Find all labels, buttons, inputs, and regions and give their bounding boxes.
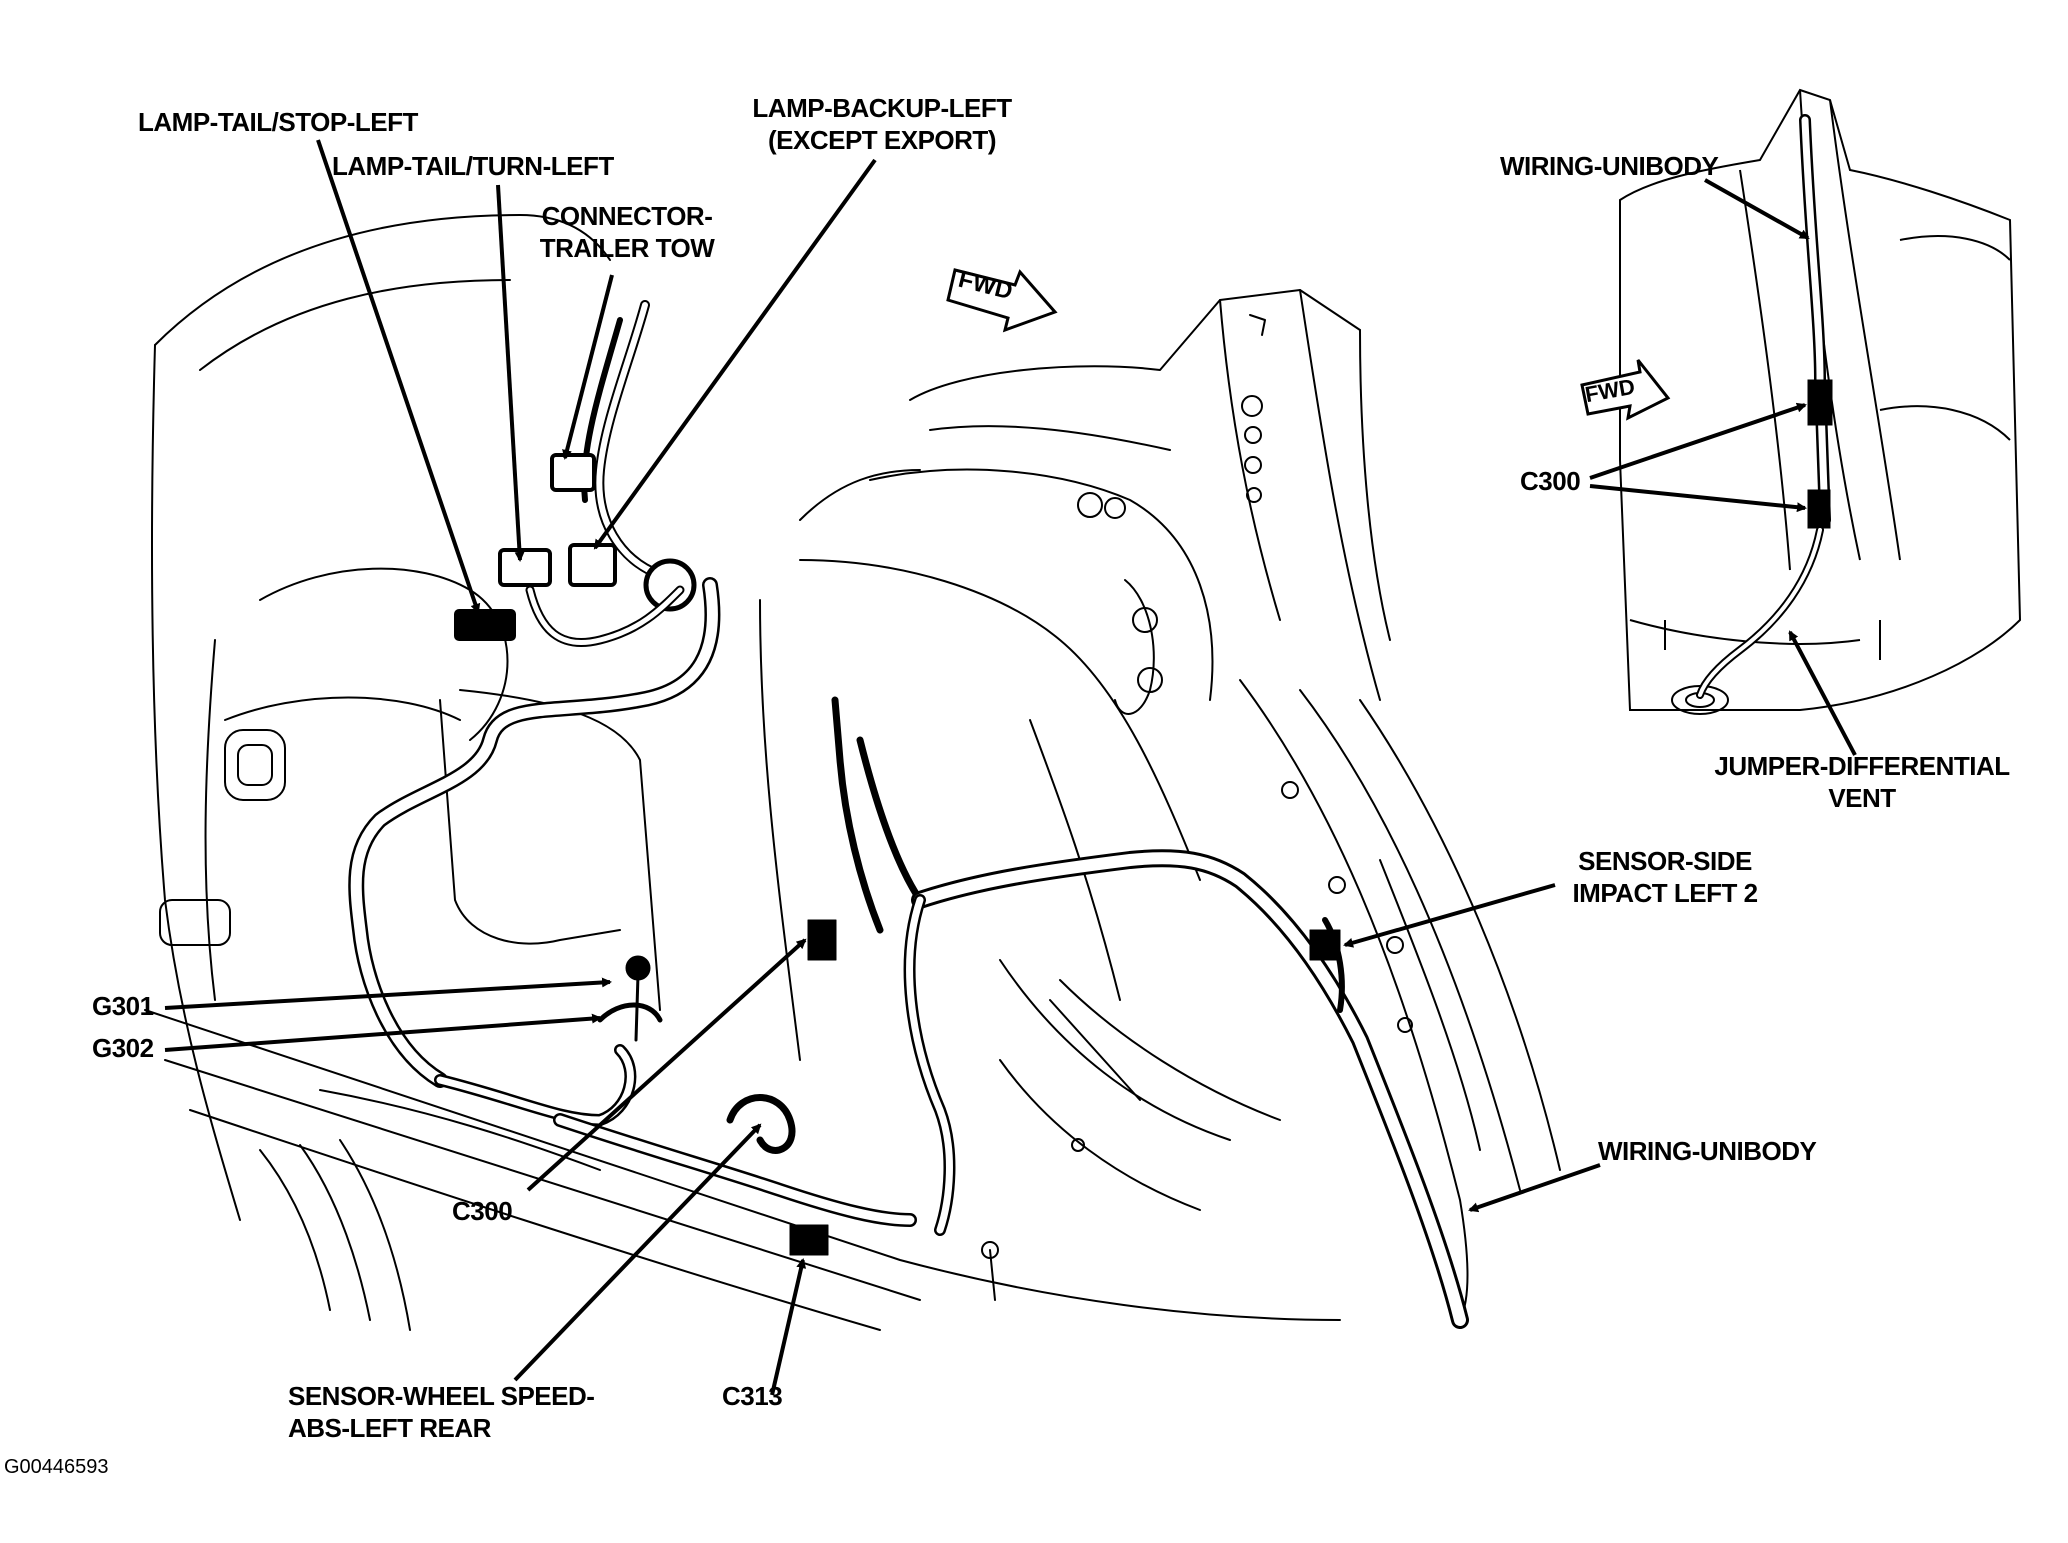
label-connector-trailer-tow-line2: TRAILER TOW bbox=[539, 233, 715, 263]
label-c300-main: C300 bbox=[452, 1196, 513, 1226]
label-sensor-side-impact-line2: IMPACT LEFT 2 bbox=[1572, 878, 1758, 908]
label-sensor-wheel-speed-line2: ABS-LEFT REAR bbox=[288, 1413, 491, 1443]
label-sensor-side-impact-line1: SENSOR-SIDE bbox=[1578, 846, 1752, 876]
body-outline bbox=[144, 214, 1561, 1331]
label-c300-inset: C300 bbox=[1520, 466, 1581, 496]
wiring-harness bbox=[348, 300, 1469, 1329]
label-lamp-tail-turn-left: LAMP-TAIL/TURN-LEFT bbox=[332, 151, 614, 181]
figure-id: G00446593 bbox=[4, 1456, 109, 1478]
fwd-arrow-icon bbox=[1580, 359, 1671, 421]
label-lamp-tail-stop-left: LAMP-TAIL/STOP-LEFT bbox=[138, 107, 418, 137]
fwd-arrow-icon bbox=[946, 268, 1058, 333]
label-c313: C313 bbox=[722, 1381, 783, 1411]
label-jumper-differential-vent-line1: JUMPER-DIFFERENTIAL bbox=[1714, 751, 2010, 781]
label-wiring-unibody-main: WIRING-UNIBODY bbox=[1598, 1136, 1817, 1166]
label-wiring-unibody-inset: WIRING-UNIBODY bbox=[1500, 151, 1719, 181]
label-lamp-backup-left-line2: (EXCEPT EXPORT) bbox=[768, 125, 996, 155]
label-jumper-differential-vent-line2: VENT bbox=[1828, 783, 1896, 813]
label-lamp-backup-left-line1: LAMP-BACKUP-LEFT bbox=[752, 93, 1012, 123]
label-connector-trailer-tow-line1: CONNECTOR- bbox=[541, 201, 713, 231]
leader-lines bbox=[164, 139, 1857, 1396]
label-g302: G302 bbox=[92, 1033, 154, 1063]
label-sensor-wheel-speed-line1: SENSOR-WHEEL SPEED- bbox=[288, 1381, 595, 1411]
inset-harness bbox=[1696, 114, 1833, 699]
label-g301: G301 bbox=[92, 991, 154, 1021]
